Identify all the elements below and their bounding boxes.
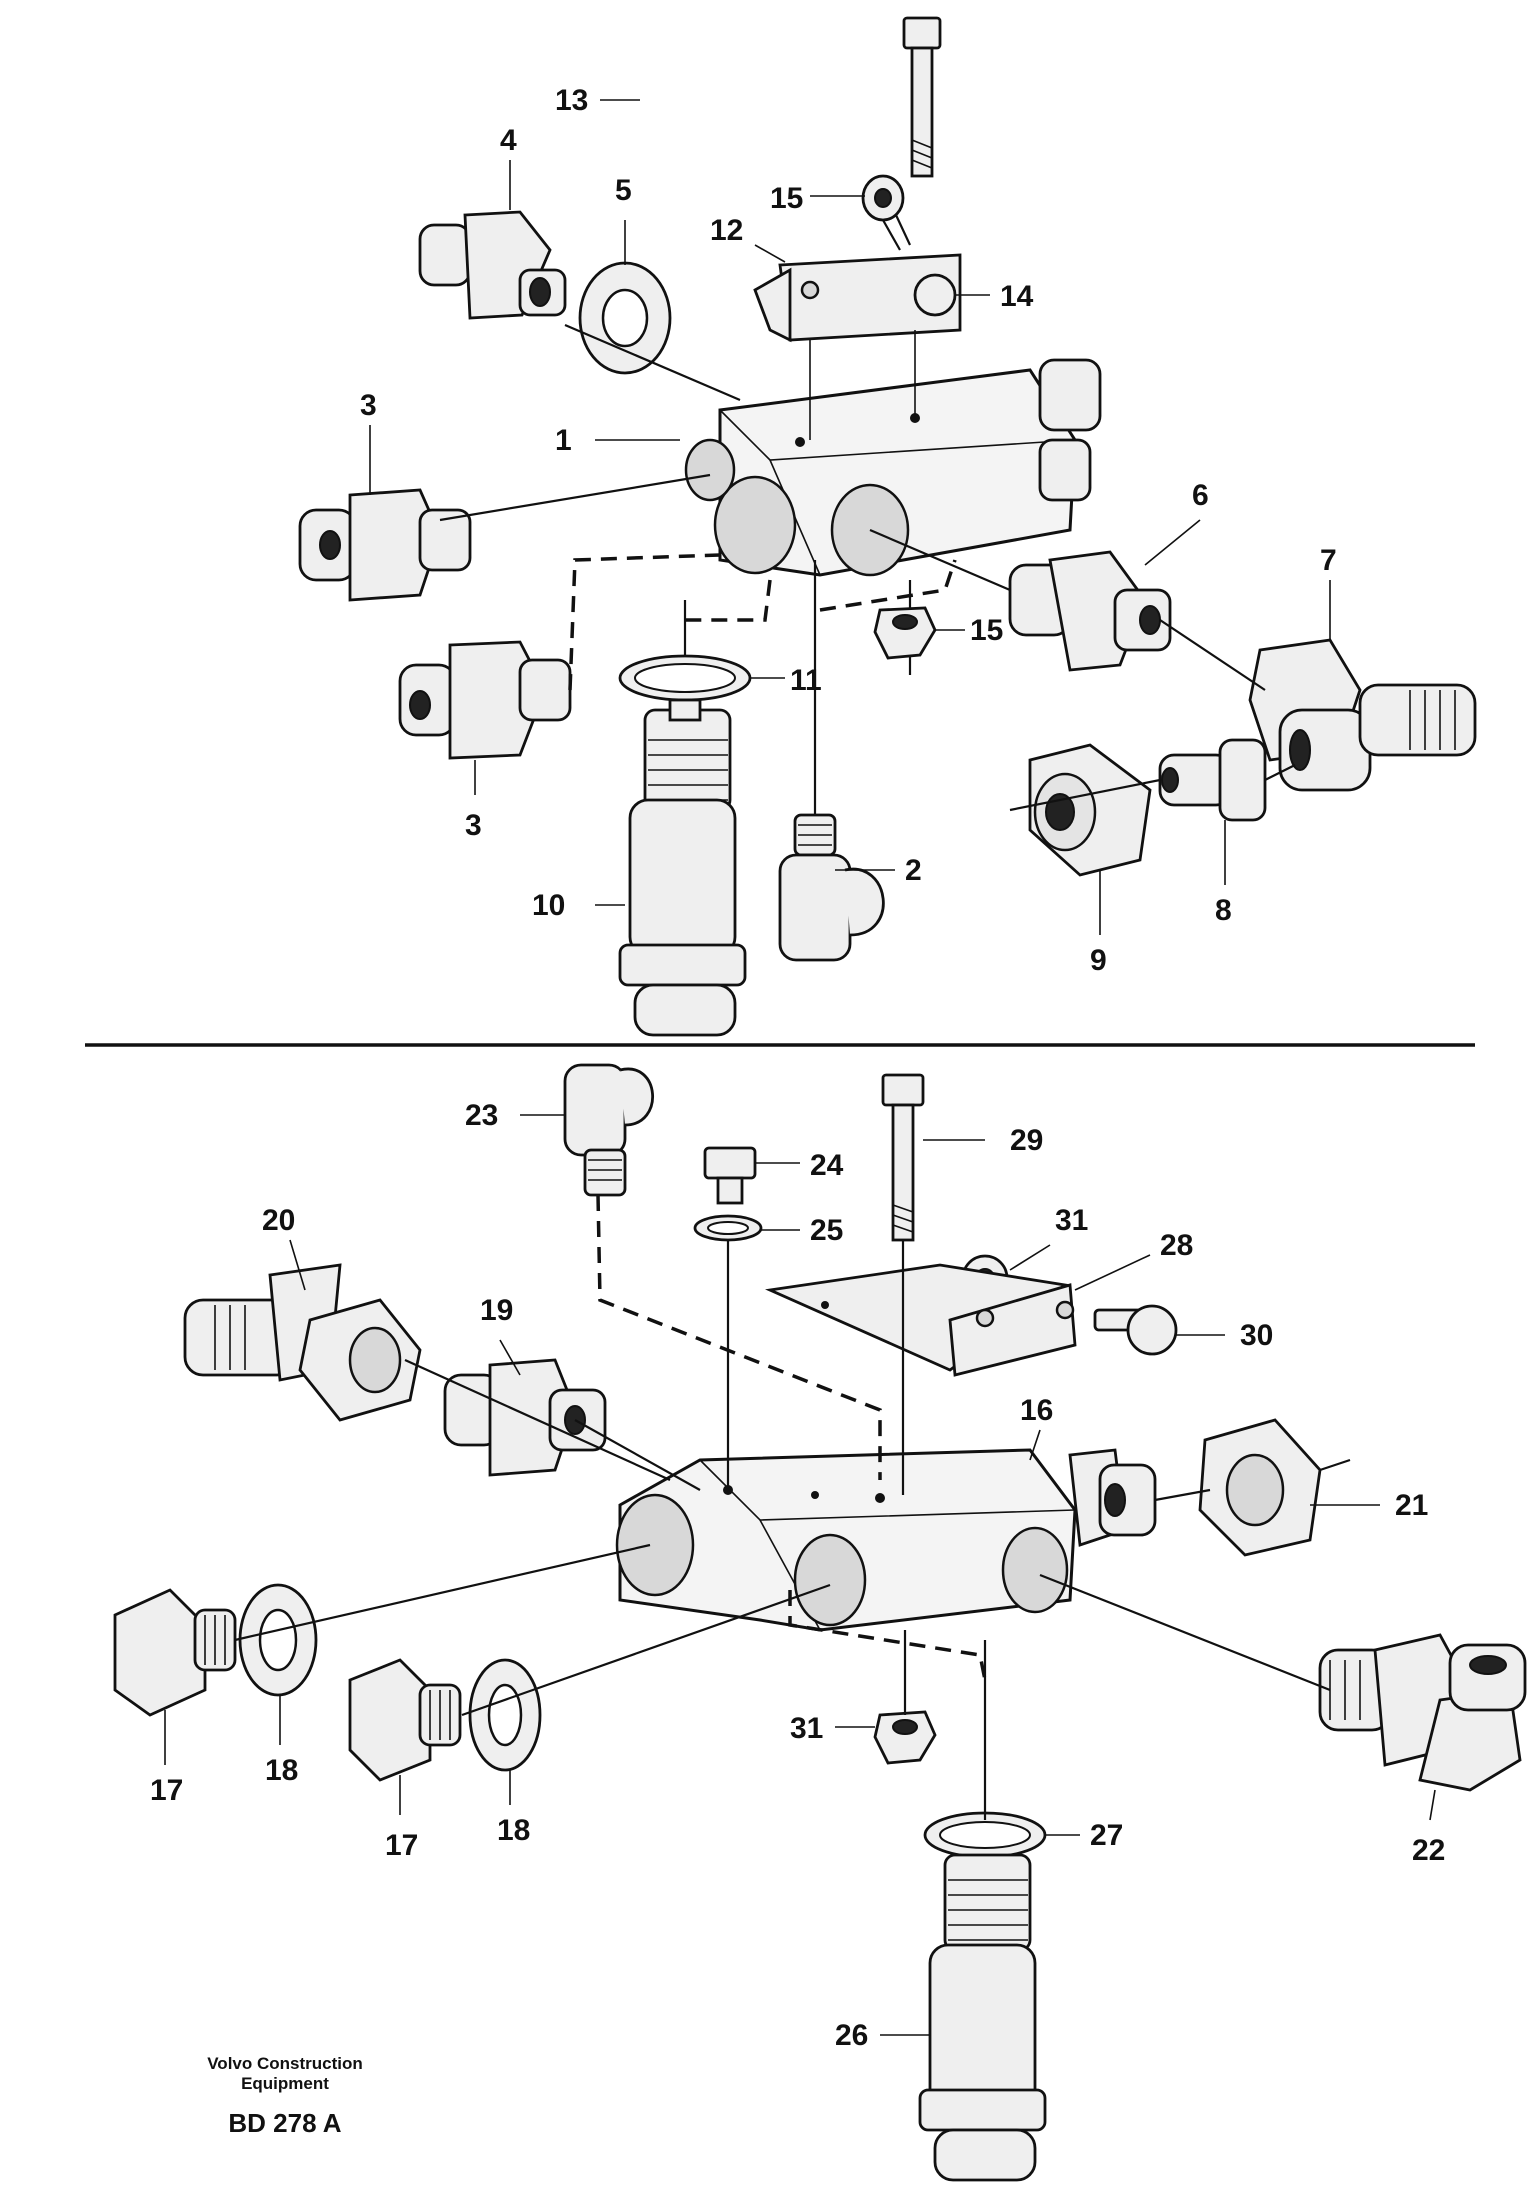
bracket-28 [765, 1263, 1077, 1377]
bolt-30 [1093, 1304, 1178, 1356]
callout-23: 23 [465, 1099, 498, 1132]
fitting-3-upper [298, 488, 472, 602]
callout-20: 20 [262, 1204, 295, 1237]
callout-17-large: 17 [150, 1774, 183, 1807]
washer-5 [578, 261, 672, 375]
seal-ring-27 [923, 1811, 1047, 1859]
bracket-12 [753, 253, 962, 440]
callout-31-lower: 31 [790, 1712, 823, 1745]
washer-25 [693, 1214, 763, 1242]
callout-13: 13 [555, 84, 588, 117]
callout-15-top: 15 [770, 182, 803, 215]
nut-15-lower [873, 606, 937, 660]
callout-labels: 13 4 5 15 12 14 1 3 6 7 15 11 3 2 10 8 9… [150, 84, 1445, 2052]
callout-31-top: 31 [1055, 1204, 1088, 1237]
callout-5: 5 [615, 174, 632, 207]
callout-3-lower: 3 [465, 809, 482, 842]
seal-ring-11 [618, 654, 752, 702]
callout-7: 7 [1320, 544, 1337, 577]
callout-28: 28 [1160, 1229, 1193, 1262]
callout-10: 10 [532, 889, 565, 922]
plug-17-small [348, 1658, 462, 1782]
callout-9: 9 [1090, 944, 1107, 977]
drawing-code: BD 278 A [228, 2108, 341, 2138]
callout-3-upper: 3 [360, 389, 377, 422]
test-nipple-2 [778, 813, 885, 962]
bolt-29 [881, 1073, 925, 1242]
callout-27: 27 [1090, 1819, 1123, 1852]
callout-21: 21 [1395, 1489, 1428, 1522]
valve-block-1 [684, 358, 1102, 577]
callout-19: 19 [480, 1294, 513, 1327]
elbow-7 [1248, 638, 1477, 792]
callout-2: 2 [905, 854, 922, 887]
callout-16: 16 [1020, 1394, 1053, 1427]
company-name-line2: Equipment [241, 2074, 329, 2093]
screw-24 [703, 1146, 757, 1205]
callout-1: 1 [555, 424, 572, 457]
plug-17-large [113, 1588, 237, 1717]
callout-24: 24 [810, 1149, 844, 1182]
callout-14: 14 [1000, 280, 1034, 313]
callout-26: 26 [835, 2019, 868, 2052]
fitting-4 [418, 210, 567, 320]
callout-18-large: 18 [265, 1754, 298, 1787]
callout-12: 12 [710, 214, 743, 247]
upper-valve-assembly [298, 16, 1477, 1037]
cartridge-10 [618, 698, 747, 1037]
washer-18-large [238, 1583, 318, 1697]
test-nipple-23 [563, 1063, 655, 1197]
callout-18-small: 18 [497, 1814, 530, 1847]
fitting-19 [443, 1358, 607, 1477]
fitting-6 [1008, 550, 1172, 672]
callout-22: 22 [1412, 1834, 1445, 1867]
lower-valve-assembly [113, 1063, 1527, 2182]
callout-30: 30 [1240, 1319, 1273, 1352]
footer-block: Volvo Construction Equipment BD 278 A [207, 2054, 363, 2138]
nut-21 [1198, 1418, 1322, 1557]
callout-11: 11 [790, 664, 822, 697]
callout-15-lower: 15 [970, 614, 1003, 647]
callout-leaders [164, 99, 1436, 2036]
callout-6: 6 [1192, 479, 1209, 512]
callout-25: 25 [810, 1214, 843, 1247]
callout-4: 4 [500, 124, 517, 157]
cartridge-26 [918, 1853, 1047, 2182]
nipple-8 [1158, 738, 1267, 822]
elbow-22 [1318, 1633, 1527, 1792]
callout-29: 29 [1010, 1124, 1043, 1157]
elbow-20 [183, 1263, 422, 1422]
nut-31-lower [873, 1710, 937, 1765]
fitting-3-lower [398, 640, 572, 760]
bolt-13 [902, 16, 942, 178]
callout-8: 8 [1215, 894, 1232, 927]
fitting-right-16 [1068, 1448, 1157, 1547]
callout-17-small: 17 [385, 1829, 418, 1862]
washer-18-small [468, 1658, 542, 1772]
nut-9 [1028, 743, 1152, 877]
nut-15-top [861, 174, 911, 251]
company-name-line1: Volvo Construction [207, 2054, 363, 2073]
valve-block-16 [615, 1448, 1077, 1632]
